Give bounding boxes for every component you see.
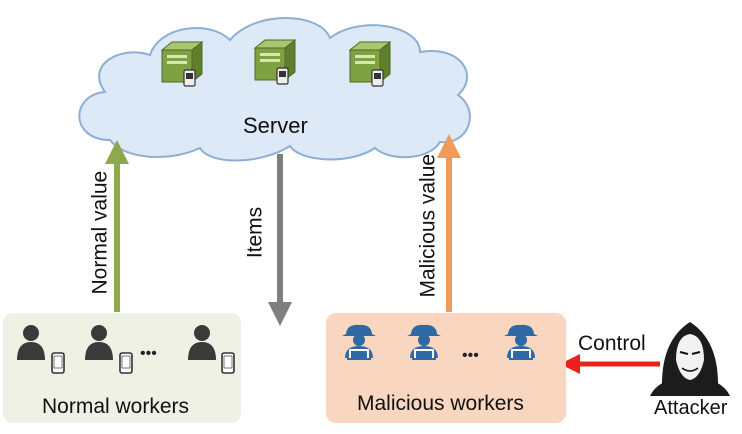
normal-workers-label: Normal workers bbox=[42, 395, 190, 418]
malicious-workers-label: Malicious workers bbox=[357, 392, 524, 415]
malicious-ellipsis: ••• bbox=[462, 347, 479, 364]
server-tower-icon bbox=[349, 41, 391, 87]
phone-icon bbox=[119, 352, 133, 374]
normal-ellipsis: ••• bbox=[140, 345, 157, 362]
malicious-value-label: Malicious value bbox=[416, 153, 440, 298]
attacker-label: Attacker bbox=[654, 397, 728, 419]
phone-icon bbox=[221, 352, 235, 374]
server-cloud bbox=[78, 17, 471, 162]
phone-icon bbox=[51, 352, 65, 374]
attacker-icon bbox=[650, 322, 730, 396]
malicious-workers-box bbox=[326, 313, 566, 423]
control-label: Control bbox=[578, 332, 646, 355]
server-label: Server bbox=[243, 113, 308, 138]
server-tower-icon bbox=[161, 41, 203, 87]
items-label: Items bbox=[243, 206, 267, 259]
server-tower-icon bbox=[254, 39, 296, 85]
normal-value-label: Normal value bbox=[88, 170, 112, 295]
